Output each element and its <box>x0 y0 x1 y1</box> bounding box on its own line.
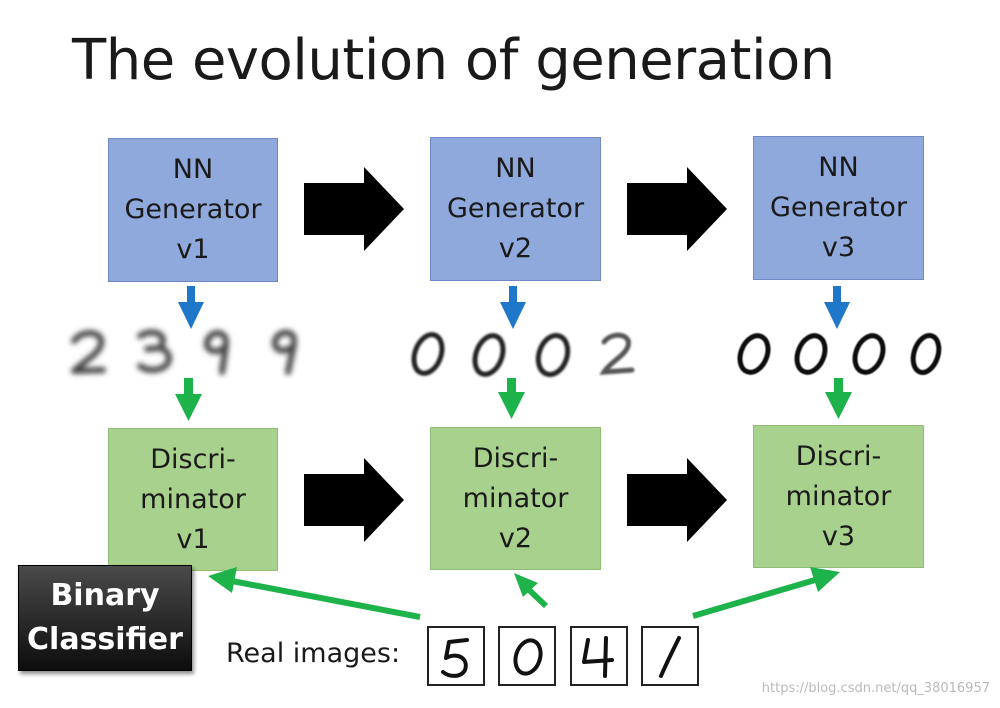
generated-samples-v2 <box>411 332 635 378</box>
real-image-digit-4 <box>570 626 628 686</box>
green-arrow-v3 <box>825 378 852 419</box>
slide-title: The evolution of generation <box>72 28 835 93</box>
binary-classifier-badge: Binary Classifier <box>18 565 192 671</box>
discriminator-v3-line1: Discri- <box>795 440 882 472</box>
discriminator-v1-box: Discri- minator v1 <box>108 428 278 571</box>
gen-v2-digit-0a <box>411 332 445 376</box>
gen-v1-digit-2 <box>71 330 106 374</box>
blue-arrow-v2 <box>500 286 526 329</box>
blue-arrow-v3 <box>824 286 850 329</box>
evolution-arrow-disc-2 <box>627 458 727 542</box>
gen-v1-digit-9a <box>203 330 229 375</box>
generator-v2-line2: Generator <box>446 193 585 224</box>
gen-v3-digit-0d <box>910 333 942 375</box>
real-image-digit-5 <box>427 626 485 686</box>
discriminator-v3-line2: minator <box>785 480 892 512</box>
generator-v3-line2: Generator <box>769 192 908 223</box>
generator-v2-line3: v2 <box>498 233 533 264</box>
gen-v3-digit-0a <box>737 333 771 375</box>
generator-v1-line1: NN <box>172 154 214 185</box>
gen-v1-digit-9b <box>271 329 297 375</box>
generator-v1-box: NN Generator v1 <box>108 138 278 282</box>
real-to-disc-v2-arrow <box>514 573 549 609</box>
real-image-digit-1 <box>641 626 699 686</box>
real-to-disc-v1-arrow <box>208 567 421 620</box>
generator-v1-line2: Generator <box>124 194 262 225</box>
evolution-arrow-gen-1 <box>304 167 404 251</box>
blue-arrow-v1 <box>178 286 204 329</box>
evolution-arrow-disc-1 <box>304 458 404 542</box>
discriminator-v2-line1: Discri- <box>472 442 559 474</box>
badge-line2: Classifier <box>27 622 183 657</box>
watermark-url: https://blog.csdn.net/qq_38016957 <box>761 681 990 696</box>
gen-v2-digit-2 <box>599 332 635 375</box>
real-images-label: Real images: <box>226 638 401 669</box>
discriminator-v1-line2: minator <box>140 483 246 515</box>
real-image-digit-0 <box>498 626 556 686</box>
gen-v2-digit-0b <box>472 333 506 377</box>
generator-v2-line1: NN <box>495 153 536 184</box>
gen-v3-digit-0c <box>852 333 886 375</box>
gen-v2-digit-0c <box>535 332 571 378</box>
gen-v3-digit-0b <box>794 333 828 375</box>
generator-v3-box: NN Generator v3 <box>753 136 924 280</box>
generator-v3-line1: NN <box>818 152 859 183</box>
generator-v1-line3: v1 <box>176 234 210 265</box>
gen-v1-digit-3 <box>137 329 172 373</box>
generator-v2-box: NN Generator v2 <box>430 137 601 281</box>
discriminator-v3-box: Discri- minator v3 <box>753 425 924 568</box>
generated-samples-v3 <box>737 333 942 375</box>
discriminator-v1-line1: Discri- <box>150 443 236 475</box>
discriminator-v1-line3: v1 <box>176 523 210 555</box>
discriminator-v2-box: Discri- minator v2 <box>430 427 601 570</box>
generator-v3-line3: v3 <box>821 232 856 263</box>
badge-line1: Binary <box>50 578 160 613</box>
evolution-arrow-gen-2 <box>627 167 727 251</box>
real-to-disc-v3-arrow <box>692 567 840 619</box>
discriminator-v3-line3: v3 <box>821 520 856 552</box>
green-arrow-v2 <box>498 378 525 419</box>
discriminator-v2-line2: minator <box>462 482 569 514</box>
discriminator-v2-line3: v2 <box>498 522 533 554</box>
generated-samples-v1 <box>71 329 297 375</box>
green-arrow-v1 <box>175 378 202 421</box>
